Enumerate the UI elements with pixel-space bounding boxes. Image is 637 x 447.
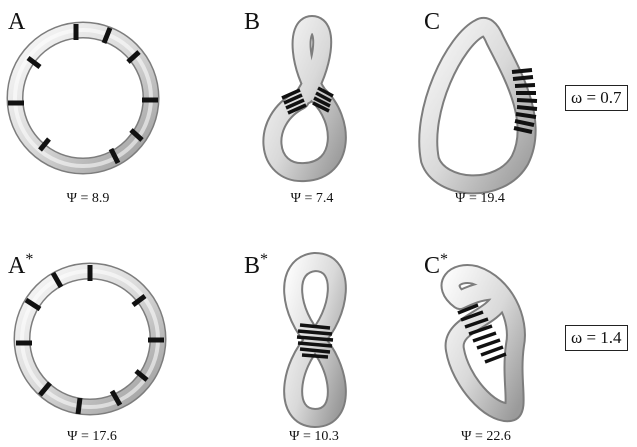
panel-label-B-star: B* bbox=[244, 252, 268, 278]
psi-value-B-star: Ψ = 10.3 bbox=[289, 429, 339, 445]
panel-label-A: A bbox=[8, 8, 25, 34]
panel-label-C: C bbox=[424, 8, 440, 34]
knot-C bbox=[428, 27, 537, 184]
knot-A bbox=[8, 24, 158, 166]
panel-label-B: B bbox=[244, 8, 260, 34]
psi-value-A: Ψ = 8.9 bbox=[67, 191, 110, 207]
panel-label-C-star: C* bbox=[424, 252, 448, 278]
omega-label-row1: ω = 0.7 bbox=[565, 85, 628, 111]
knot-A-star bbox=[16, 265, 164, 414]
psi-value-B: Ψ = 7.4 bbox=[291, 191, 334, 207]
knot-C-star bbox=[451, 274, 516, 412]
psi-value-C-star: Ψ = 22.6 bbox=[461, 429, 511, 445]
knot-B-star bbox=[293, 262, 337, 418]
psi-value-A-star: Ψ = 17.6 bbox=[67, 429, 117, 445]
knot-B bbox=[272, 25, 336, 172]
panel-label-A-star: A* bbox=[8, 252, 33, 278]
psi-value-C: Ψ = 19.4 bbox=[455, 191, 505, 207]
omega-label-row2: ω = 1.4 bbox=[565, 325, 628, 351]
